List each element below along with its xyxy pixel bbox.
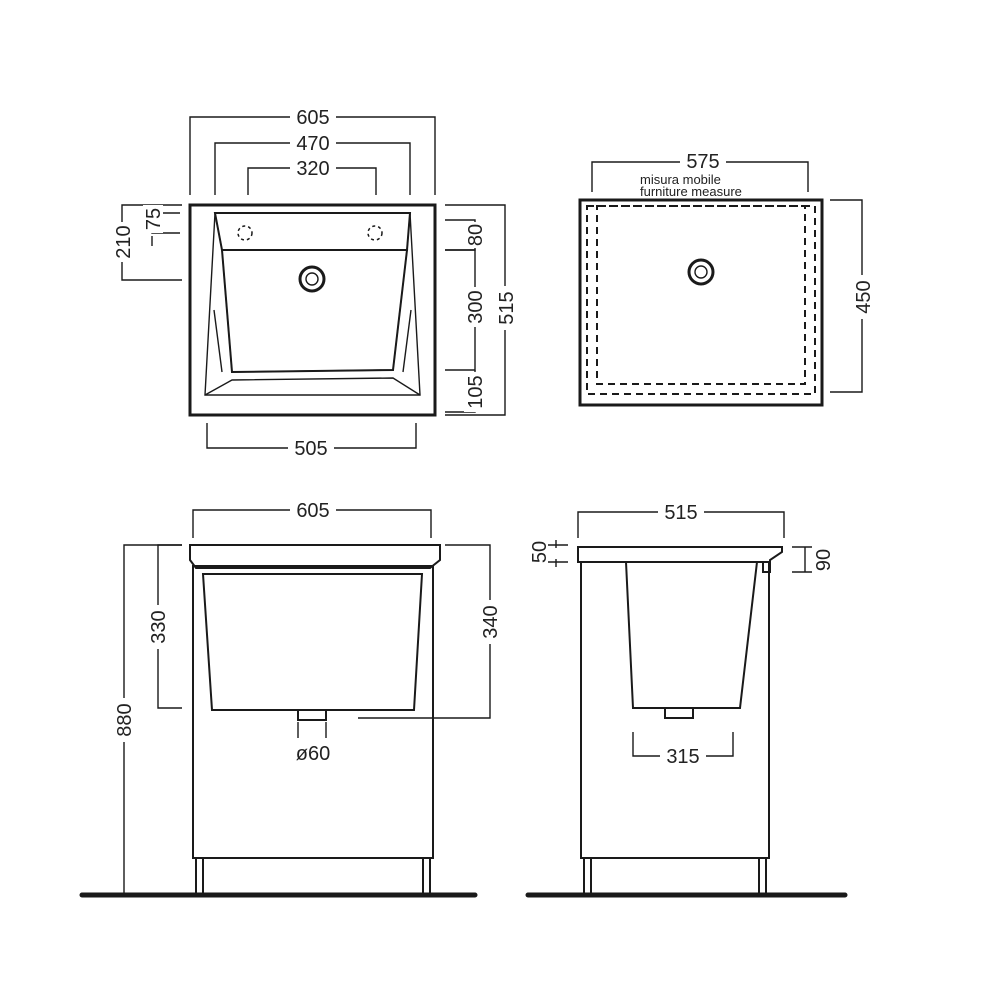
top-view-front-edge	[204, 377, 421, 396]
furniture-view: 575 misura mobile furniture measure 450	[578, 148, 875, 407]
furniture-outline	[578, 198, 824, 407]
dim-line-50	[548, 540, 568, 567]
dim-210: 210	[113, 225, 135, 258]
dim-315: 315	[666, 746, 699, 768]
front-basin	[201, 573, 424, 711]
furniture-dashed-outer	[586, 205, 816, 395]
dim-105: 105	[465, 375, 487, 408]
dim-drain-diameter: ø60	[296, 743, 330, 765]
top-view-outline	[188, 203, 437, 417]
top-view-back-shelf	[213, 212, 412, 251]
furniture-dashed-inner	[596, 205, 806, 385]
tap-hole-left-icon	[237, 225, 253, 241]
top-view-front-slope	[204, 212, 421, 396]
dim-605-top: 605	[296, 107, 329, 129]
dim-330: 330	[148, 610, 170, 643]
front-drain	[297, 709, 327, 721]
dim-line-340	[358, 544, 491, 719]
dim-450: 450	[853, 280, 875, 313]
furniture-drain-icon	[687, 258, 715, 286]
front-top-rim	[189, 544, 441, 569]
dim-340: 340	[480, 605, 502, 638]
dim-575: 575	[686, 151, 719, 173]
dim-75: 75	[143, 208, 165, 230]
dim-line-90	[792, 546, 812, 573]
top-view-slope-edges	[213, 309, 412, 373]
top-view: 605 470 320 210 75 515 80 300 105	[110, 104, 518, 460]
dim-90: 90	[813, 549, 835, 571]
label-furniture-measure: furniture measure	[640, 184, 742, 199]
side-cabinet	[580, 561, 770, 859]
dim-515-top: 515	[496, 291, 518, 324]
side-drain	[664, 707, 694, 719]
drain-icon	[298, 265, 326, 293]
dim-line-drain	[297, 722, 327, 738]
side-view: 515 50 90 315	[525, 499, 848, 898]
side-top-rim	[577, 546, 783, 573]
side-basin	[624, 561, 759, 709]
dim-515-side: 515	[664, 502, 697, 524]
dim-470: 470	[296, 133, 329, 155]
dim-80: 80	[465, 224, 487, 246]
front-legs	[195, 858, 431, 893]
top-view-basin-rim	[214, 212, 411, 373]
label-misura-mobile: misura mobile	[640, 172, 721, 187]
dim-50: 50	[529, 541, 551, 563]
dim-505: 505	[294, 438, 327, 460]
drain-inner-icon	[305, 272, 319, 286]
dim-320: 320	[296, 158, 329, 180]
tap-hole-right-icon	[367, 225, 383, 241]
dim-300: 300	[465, 290, 487, 323]
dim-880: 880	[114, 703, 136, 736]
dim-605-front: 605	[296, 500, 329, 522]
side-legs	[583, 858, 767, 893]
front-cabinet	[192, 565, 434, 859]
front-view: 605 880 330 340 ø60	[79, 498, 502, 898]
